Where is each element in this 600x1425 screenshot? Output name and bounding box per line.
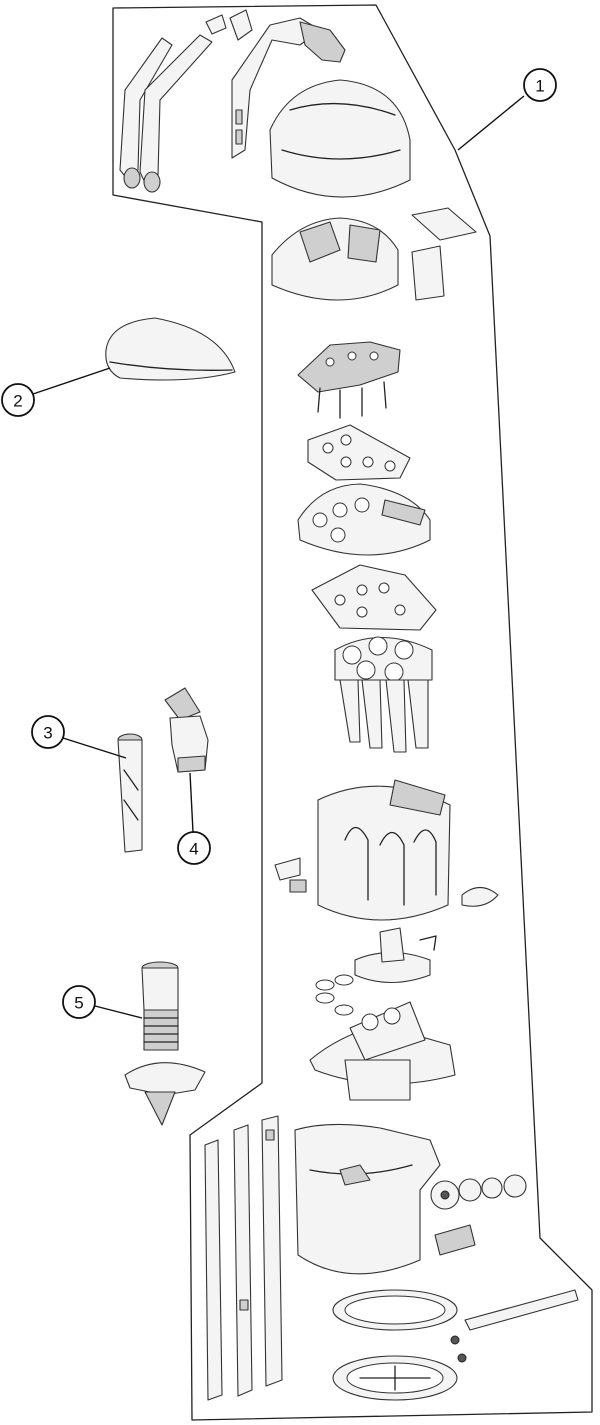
top-dome-cover xyxy=(269,79,411,198)
crevice-adapter xyxy=(164,687,209,773)
callout-4-label: 4 xyxy=(189,840,198,859)
callout-5: 5 xyxy=(62,985,143,1019)
leader-line-3 xyxy=(62,737,127,759)
callout-5-label: 5 xyxy=(74,994,83,1013)
callout-2: 2 xyxy=(1,367,111,417)
leader-line-2 xyxy=(32,367,111,395)
gasket-sheet-lower xyxy=(311,564,437,631)
wheel-and-brush-parts xyxy=(430,1174,579,1363)
cyclone-cones xyxy=(334,636,433,753)
half-round-lid xyxy=(105,317,236,381)
callout-1-label: 1 xyxy=(535,77,544,96)
manifold-plate xyxy=(309,1001,456,1101)
gasket-sheet xyxy=(307,424,411,481)
assembly-boundary xyxy=(112,4,593,1421)
callout-3-label: 3 xyxy=(43,724,52,743)
shroud-plate xyxy=(297,483,431,556)
callout-1: 1 xyxy=(457,68,557,151)
cap-with-collar xyxy=(354,927,437,983)
leader-line-4 xyxy=(189,772,194,833)
main-body-housing xyxy=(294,1123,441,1275)
hose-with-base xyxy=(124,961,206,1126)
cyclone-bin-body xyxy=(274,779,499,921)
side-rails xyxy=(204,1115,283,1401)
callout-2-label: 2 xyxy=(13,392,22,411)
base-rings xyxy=(332,1289,458,1401)
filter-plate-with-cones xyxy=(297,341,401,419)
wand-tube xyxy=(117,733,143,853)
handle-parts xyxy=(119,9,346,193)
cyclone-head xyxy=(271,207,477,301)
callout-3: 3 xyxy=(31,715,127,759)
leader-line-1 xyxy=(457,95,525,151)
o-rings xyxy=(315,974,354,1016)
leader-line-5 xyxy=(94,1005,143,1019)
callout-4: 4 xyxy=(177,772,211,865)
